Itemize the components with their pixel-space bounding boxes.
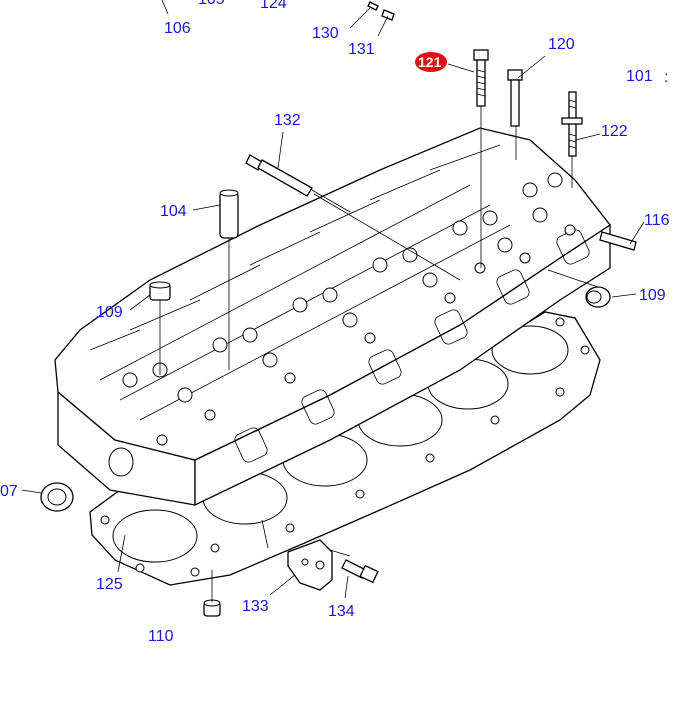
plate-133 xyxy=(287,539,333,591)
bolt-121 xyxy=(473,49,489,107)
label-133[interactable]: 133 xyxy=(242,598,269,615)
label-105[interactable]: 105 xyxy=(198,0,225,8)
label-107[interactable]: 07 xyxy=(0,483,18,500)
label-125[interactable]: 125 xyxy=(96,576,123,593)
leader-lines xyxy=(21,0,645,602)
label-121: 121 xyxy=(418,54,442,70)
label-130[interactable]: 130 xyxy=(312,25,339,42)
bolt-120 xyxy=(507,69,523,127)
sleeve-104 xyxy=(219,189,239,239)
bolt-130-131 xyxy=(367,1,395,21)
colon-mark: : xyxy=(664,69,668,86)
label-104[interactable]: 104 xyxy=(160,203,187,220)
label-116[interactable]: 116 xyxy=(644,212,670,229)
bolt-134 xyxy=(341,559,379,584)
label-122[interactable]: 122 xyxy=(601,123,628,140)
cylinder-head xyxy=(54,127,611,507)
sensor-132 xyxy=(245,154,351,213)
stud-122 xyxy=(561,91,583,157)
plug-109-left xyxy=(149,281,171,301)
label-132[interactable]: 132 xyxy=(274,112,301,129)
label-120[interactable]: 120 xyxy=(548,36,575,53)
label-124[interactable]: 124 xyxy=(260,0,287,12)
part-labels: 106 105 124 130 131 121 120 101 : 132 12… xyxy=(0,0,670,645)
label-101[interactable]: 101 xyxy=(626,68,653,85)
seal-107 xyxy=(40,482,74,512)
label-106[interactable]: 106 xyxy=(164,20,191,37)
stud-116 xyxy=(599,231,637,251)
label-109-left[interactable]: 109 xyxy=(96,304,123,321)
label-110[interactable]: 110 xyxy=(148,628,174,645)
plug-109-right xyxy=(585,286,611,308)
label-109-right[interactable]: 109 xyxy=(639,287,666,304)
label-121-highlight[interactable]: 121 xyxy=(415,52,447,72)
label-131[interactable]: 131 xyxy=(348,41,375,58)
highlight-badge xyxy=(415,52,447,72)
label-134[interactable]: 134 xyxy=(328,603,355,620)
dowel-110 xyxy=(203,599,221,617)
